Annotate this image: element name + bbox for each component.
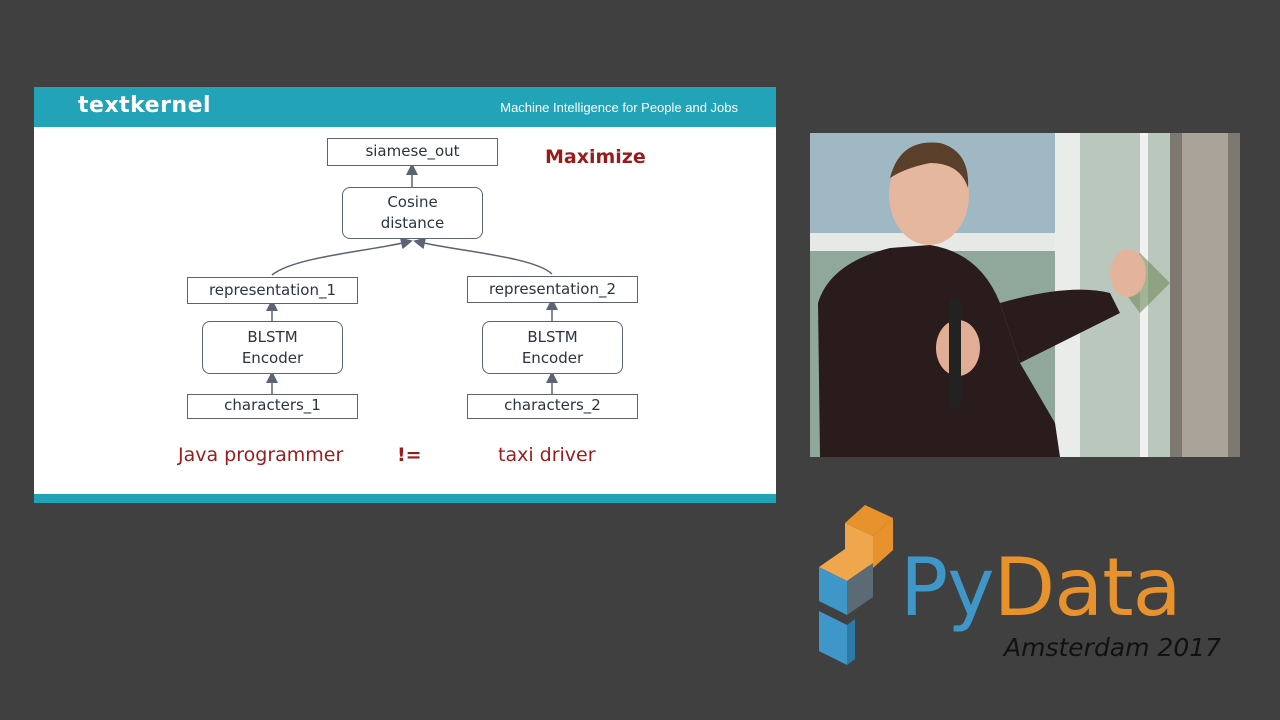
pydata-data: Data [993, 541, 1182, 634]
blstm-encoder-1-node: BLSTM Encoder [202, 321, 343, 374]
blstm-encoder-2-node: BLSTM Encoder [482, 321, 623, 374]
pydata-cube-logo [819, 505, 893, 665]
cosine-distance-node: Cosine distance [342, 187, 483, 239]
slide-tagline: Machine Intelligence for People and Jobs [500, 100, 738, 115]
characters-2-node: characters_2 [467, 394, 638, 419]
representation-1-node: representation_1 [187, 277, 358, 304]
java-programmer-label: Java programmer [178, 444, 344, 466]
diagram-arrows [266, 163, 558, 394]
encoder-2-line2: Encoder [521, 348, 584, 367]
characters-1-node: characters_1 [187, 394, 358, 419]
encoder-1-line1: BLSTM [247, 327, 298, 346]
encoder-1-line2: Encoder [241, 348, 304, 367]
textkernel-logo: textkernel [78, 93, 212, 118]
slide-footer [34, 494, 776, 503]
pydata-py: Py [900, 541, 995, 634]
encoder-2-line1: BLSTM [527, 327, 578, 346]
pydata-wordmark: PyData [900, 548, 1182, 628]
speaker-photo [810, 133, 1240, 457]
siamese-out-node: siamese_out [327, 138, 498, 166]
not-equal-operator: != [397, 444, 422, 466]
representation-2-node: representation_2 [467, 276, 638, 303]
event-subtitle: Amsterdam 2017 [1004, 633, 1222, 662]
slide-header: textkernel Machine Intelligence for Peop… [34, 87, 776, 127]
cosine-distance-line2: distance [380, 214, 445, 232]
maximize-label: Maximize [545, 146, 646, 168]
presentation-slide: textkernel Machine Intelligence for Peop… [34, 87, 776, 503]
speaker-video [810, 133, 1240, 457]
cosine-distance-line1: Cosine [387, 193, 438, 211]
taxi-driver-label: taxi driver [498, 444, 596, 466]
